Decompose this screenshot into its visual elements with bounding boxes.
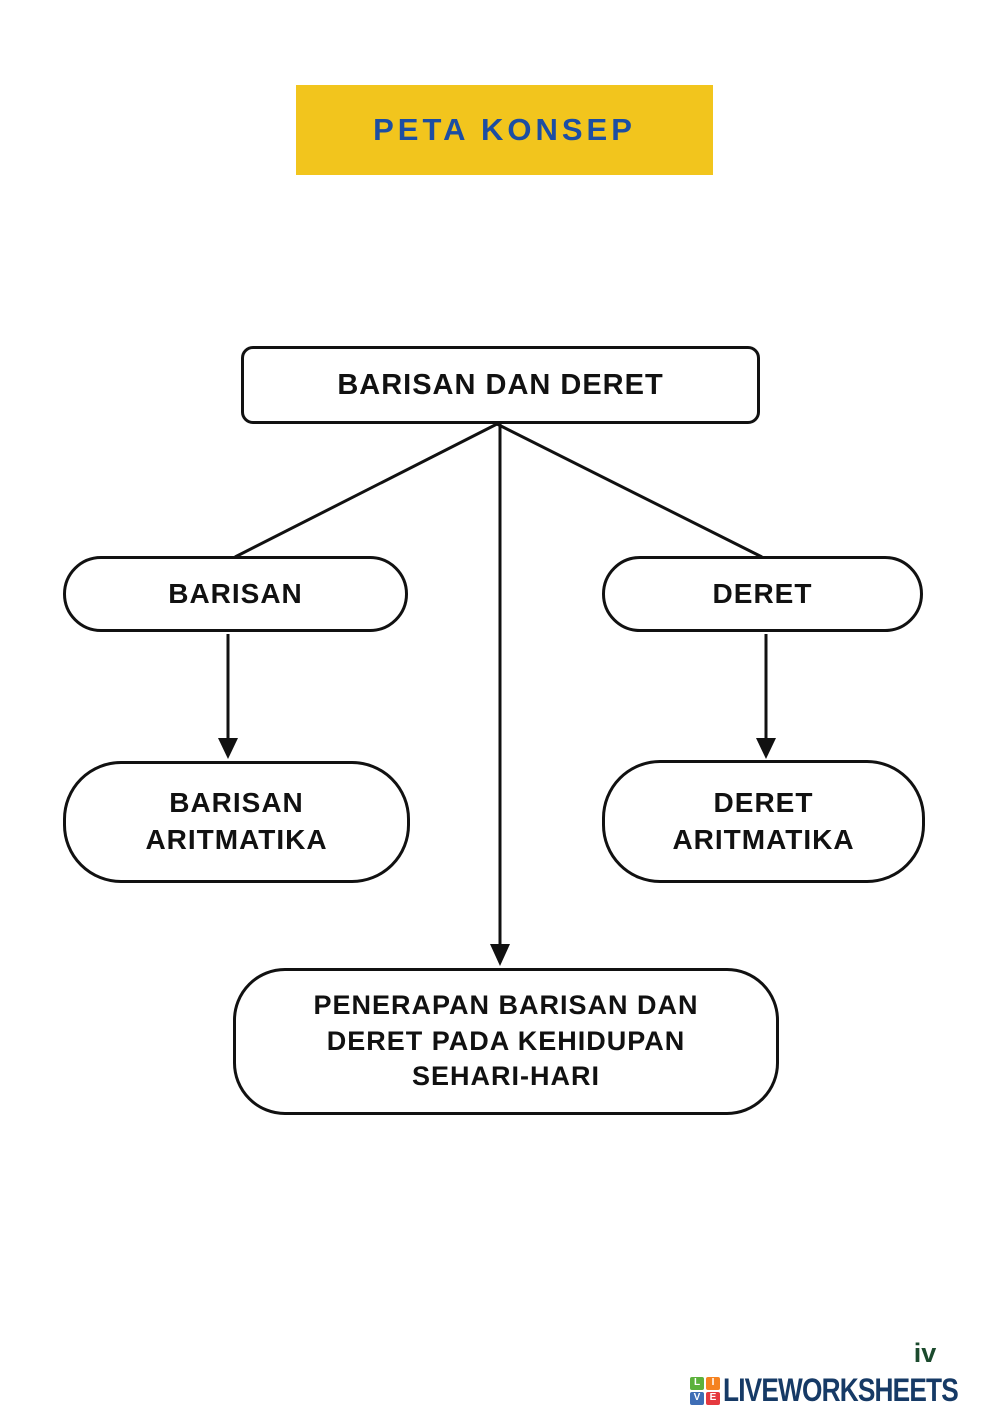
node-label-line: ARITMATIKA (145, 824, 328, 855)
arrowhead-penerapan (490, 944, 510, 966)
header-banner: PETA KONSEP (296, 85, 713, 175)
node-barisan: BARISAN (63, 556, 408, 632)
node-penerapan: PENERAPAN BARISAN DAN DERET PADA KEHIDUP… (233, 968, 779, 1115)
node-label-line: DERET (713, 786, 814, 818)
liveworksheets-wordmark: LIVEWORKSHEETS (723, 1372, 959, 1408)
node-barisan-dan-deret: BARISAN DAN DERET (241, 346, 760, 424)
arrowhead-barisan-aritmatika (218, 738, 238, 759)
node-label-line: SEHARI-HARI (411, 1061, 600, 1092)
connector-root-to-barisan (234, 422, 498, 559)
node-label-line: ARITMATIKA (672, 823, 855, 855)
logo-square-i: I (706, 1376, 720, 1390)
logo-square-l: L (690, 1376, 704, 1390)
liveworksheets-brand: L I V E LIVEWORKSHEETS (690, 1372, 1000, 1409)
node-label: BARISAN (168, 577, 303, 609)
node-label: BARISAN DAN DERET (337, 368, 664, 401)
logo-square-v: V (690, 1391, 704, 1405)
arrowhead-deret-aritmatika (756, 738, 776, 759)
node-deret: DERET (602, 556, 923, 632)
logo-square-e: E (706, 1391, 720, 1405)
node-label: DERET (712, 577, 813, 609)
node-deret-aritmatika: DERET ARITMATIKA (602, 760, 925, 883)
page-number: iv (913, 1338, 937, 1368)
node-label-line: PENERAPAN BARISAN DAN (313, 990, 699, 1021)
connector-root-to-deret (496, 422, 763, 559)
node-label-line: DERET PADA KEHIDUPAN (326, 1025, 686, 1056)
liveworksheets-logo-icon: L I V E (690, 1376, 720, 1405)
node-barisan-aritmatika: BARISAN ARITMATIKA (63, 761, 410, 883)
page-title: PETA KONSEP (373, 112, 636, 147)
node-label-line: BARISAN (169, 787, 304, 819)
